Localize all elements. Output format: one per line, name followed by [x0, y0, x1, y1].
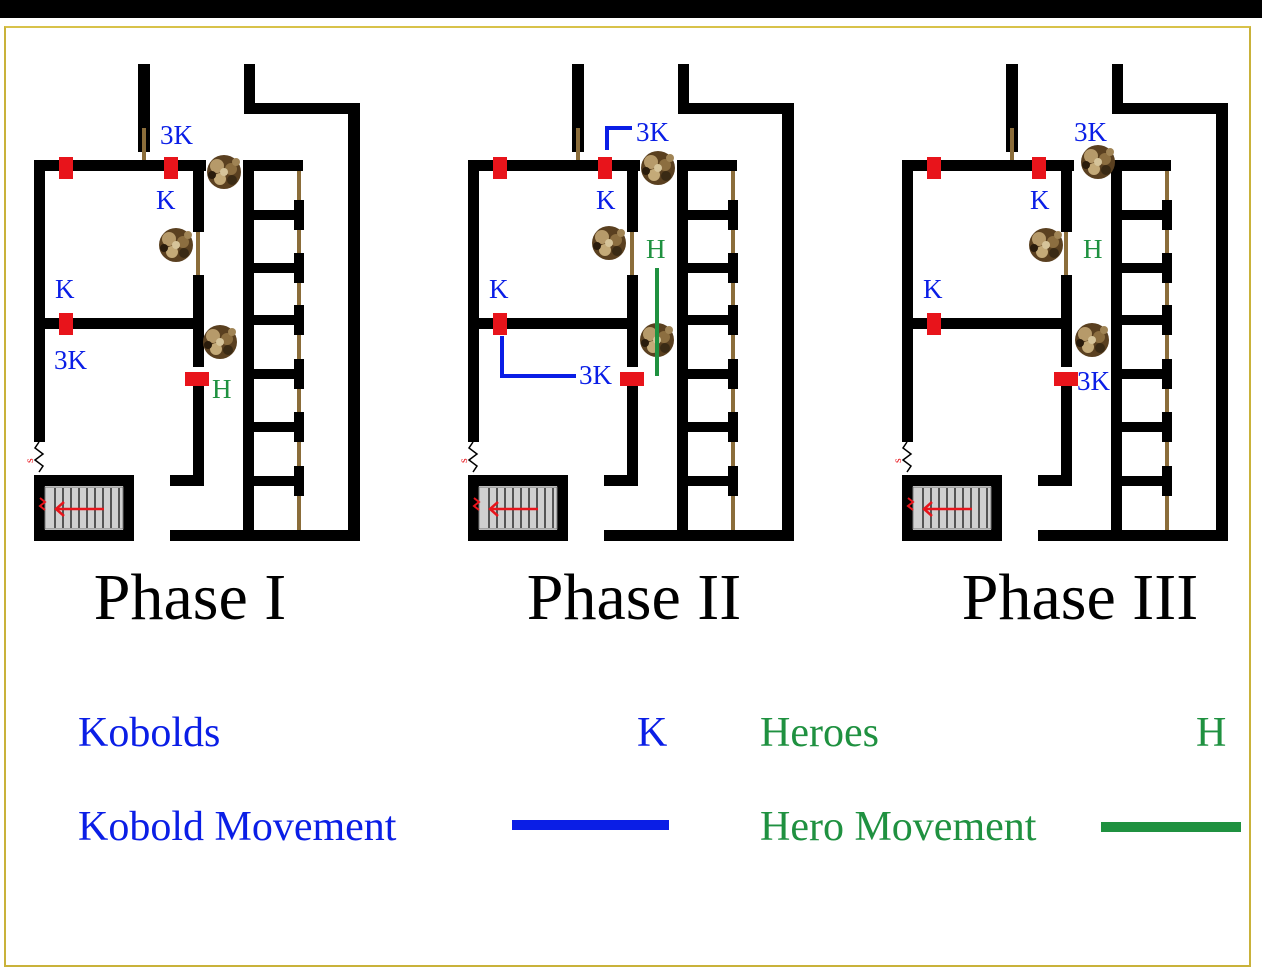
phase-3-title: Phase III	[961, 561, 1199, 634]
phase-1-map	[32, 62, 362, 543]
phase-3-map	[900, 62, 1230, 543]
label-secret: s	[456, 458, 470, 463]
top-black-bar	[0, 0, 1262, 18]
legend-hero-movement-line	[1101, 822, 1241, 832]
legend-kobold-movement-label: Kobold Movement	[78, 804, 397, 850]
label-top-k: K	[596, 185, 616, 215]
legend-kobolds-label: Kobolds	[78, 710, 221, 756]
phase-2-map	[466, 62, 796, 543]
phase-2-title: Phase II	[526, 561, 742, 634]
rubble-icon	[203, 325, 237, 359]
rubble-icon	[159, 228, 193, 262]
label-hero: H	[212, 374, 232, 404]
phase-1-title: Phase I	[93, 561, 287, 634]
label-hero: H	[646, 234, 666, 264]
label-secret: s	[22, 458, 36, 463]
label-hero: H	[1083, 234, 1103, 264]
legend-heroes-label: Heroes	[760, 710, 879, 756]
label-mid-3k: 3K	[579, 360, 613, 390]
label-left-k: K	[489, 274, 509, 304]
label-mid-3k: 3K	[1077, 366, 1111, 396]
rubble-icon	[207, 155, 241, 189]
rubble-icon	[1029, 228, 1063, 262]
label-left-k: K	[55, 274, 75, 304]
label-left-k: K	[923, 274, 943, 304]
label-left-3k: 3K	[54, 345, 88, 375]
label-top-k: K	[156, 185, 176, 215]
legend-heroes-symbol: H	[1196, 710, 1227, 756]
rubble-icon	[1081, 145, 1115, 179]
label-top-3k: 3K	[1074, 117, 1108, 147]
legend-hero-movement-label: Hero Movement	[760, 804, 1037, 850]
label-top-3k: 3K	[636, 117, 670, 147]
label-top-k: K	[1030, 185, 1050, 215]
rubble-icon	[641, 151, 675, 185]
rubble-icon	[592, 226, 626, 260]
rubble-icon	[1075, 323, 1109, 357]
legend-kobolds-symbol: K	[637, 710, 668, 756]
label-top-3k: 3K	[160, 120, 194, 150]
label-secret: s	[890, 458, 904, 463]
legend-kobold-movement-line	[512, 820, 669, 830]
